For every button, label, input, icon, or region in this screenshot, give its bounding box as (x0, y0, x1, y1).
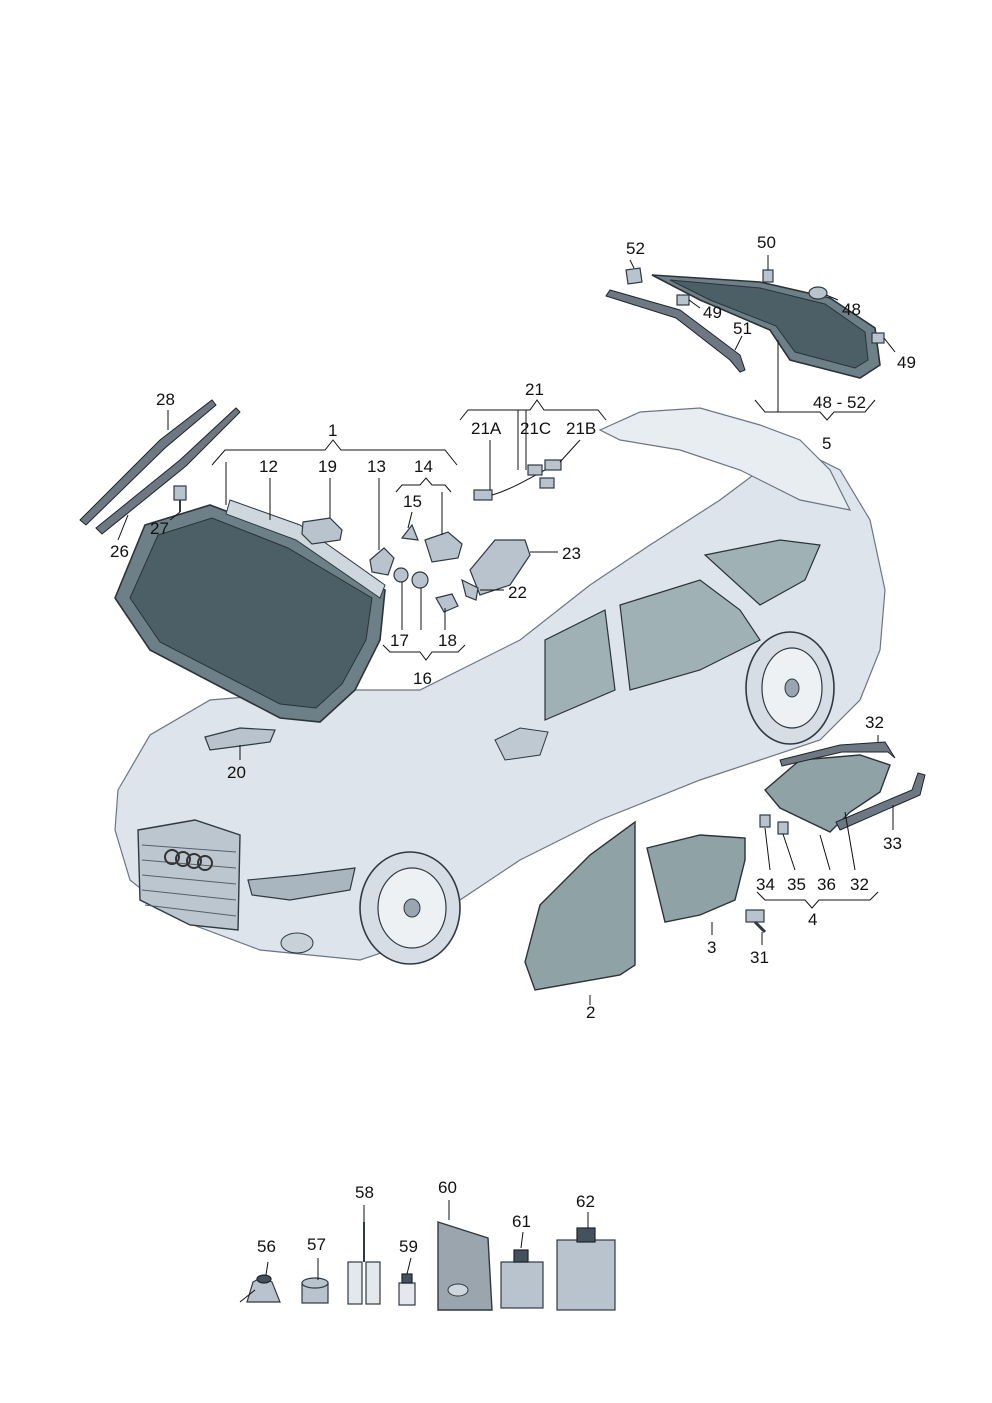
label-56: 56 (257, 1237, 276, 1256)
wiring-harness-21 (473, 459, 562, 501)
label-31: 31 (750, 948, 769, 967)
label-21b: 21B (566, 419, 596, 438)
leader-lines (117, 255, 896, 1303)
clip-18 (435, 593, 459, 613)
windscreen-seal-strip (225, 499, 386, 599)
rear-window-trim-51 (605, 289, 746, 373)
ring-17a (393, 567, 409, 583)
label-48: 48 (842, 300, 861, 319)
clip-27 (173, 485, 187, 512)
label-18: 18 (438, 631, 457, 650)
car-body (114, 407, 886, 965)
label-34: 34 (756, 875, 775, 894)
spool-56 (246, 1274, 281, 1303)
label-32a: 32 (865, 713, 884, 732)
front-wheel (359, 851, 461, 965)
holder-14 (424, 531, 463, 563)
packet-60 (437, 1221, 493, 1311)
label-5: 5 (822, 434, 831, 453)
a-pillar-trim-outer (79, 399, 217, 526)
label-49b: 49 (897, 353, 916, 372)
part-22 (461, 578, 479, 601)
label-21c: 21C (520, 419, 551, 438)
part-15 (400, 523, 419, 541)
label-13: 13 (367, 457, 386, 476)
sensor-cover-19 (301, 517, 343, 545)
label-26: 26 (110, 542, 129, 561)
label-60: 60 (438, 1178, 457, 1197)
quarter-glass-4 (764, 754, 891, 833)
label-51: 51 (733, 319, 752, 338)
label-16: 16 (413, 669, 432, 688)
label-14: 14 (414, 457, 433, 476)
label-15: 15 (403, 492, 422, 511)
label-49a: 49 (703, 303, 722, 322)
label-27: 27 (150, 519, 169, 538)
bottle-59 (398, 1273, 416, 1306)
label-58: 58 (355, 1183, 374, 1202)
connector-50 (762, 269, 774, 283)
front-door-glass-2 (524, 820, 636, 991)
label-4: 4 (808, 910, 817, 929)
label-22: 22 (508, 583, 527, 602)
trim-32-upper (779, 741, 896, 767)
label-1: 1 (328, 421, 337, 440)
windscreen-glass (114, 504, 386, 723)
cover-23 (469, 539, 531, 596)
part-52 (625, 267, 643, 285)
label-62: 62 (576, 1192, 595, 1211)
label-48-52: 48 - 52 (813, 393, 866, 412)
a-pillar-trim-inner (95, 407, 241, 535)
rings-logo (164, 849, 213, 871)
label-52: 52 (626, 239, 645, 258)
bracket-13 (369, 547, 395, 576)
clip-35 (777, 821, 789, 835)
coil-57 (301, 1277, 329, 1304)
trim-33 (835, 772, 926, 831)
rear-window-glass (651, 274, 881, 379)
connector-49b (871, 332, 885, 344)
label-17: 17 (390, 631, 409, 650)
label-2: 2 (586, 1003, 595, 1022)
clip-34 (759, 814, 771, 828)
ring-17b (411, 571, 429, 589)
label-59: 59 (399, 1237, 418, 1256)
grommet-48 (808, 286, 828, 300)
label-57: 57 (307, 1235, 326, 1254)
label-23: 23 (562, 544, 581, 563)
guide-pin-31 (745, 909, 767, 934)
callout-labels: 1 12 19 13 14 15 17 18 16 20 21 21A 21C … (110, 233, 916, 1256)
label-32b: 32 (850, 875, 869, 894)
label-19: 19 (318, 457, 337, 476)
rear-door-glass-3 (646, 834, 746, 923)
label-20: 20 (227, 763, 246, 782)
can-61 (500, 1249, 544, 1309)
label-50: 50 (757, 233, 776, 252)
label-61: 61 (512, 1212, 531, 1231)
grille (137, 819, 241, 931)
label-35: 35 (787, 875, 806, 894)
rear-wheel (745, 631, 835, 745)
label-28: 28 (156, 390, 175, 409)
label-33: 33 (883, 834, 902, 853)
label-36: 36 (817, 875, 836, 894)
label-21a: 21A (471, 419, 502, 438)
cartridges-58 (347, 1222, 381, 1305)
label-12: 12 (259, 457, 278, 476)
label-21: 21 (525, 380, 544, 399)
can-62 (556, 1227, 616, 1311)
connector-49a (676, 294, 690, 306)
sensor-20 (204, 727, 276, 751)
label-3: 3 (707, 938, 716, 957)
